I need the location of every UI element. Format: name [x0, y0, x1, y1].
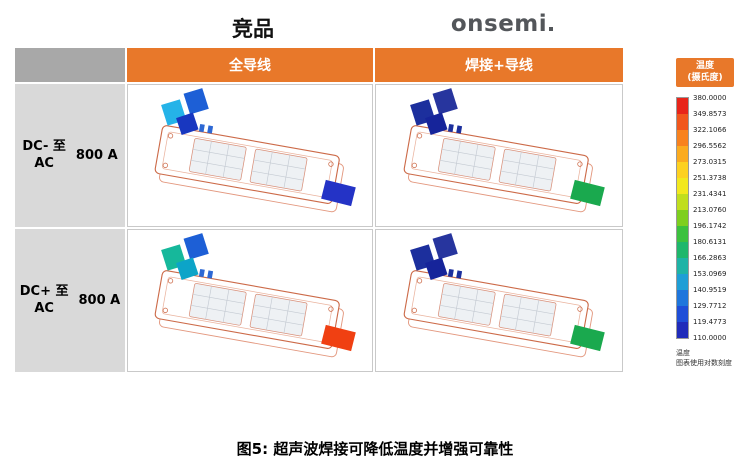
column-header-weld-plus-wire: 焊接+导线	[375, 48, 623, 82]
busbar-terminal-icon	[432, 232, 458, 259]
row-label-dc-plus-to-ac: DC+ 至 AC 800 A	[15, 229, 125, 372]
brand-dot	[549, 27, 554, 31]
row-label-line1: DC- 至	[22, 138, 66, 154]
legend-color-segment	[677, 274, 688, 291]
legend-color-segment	[677, 226, 688, 243]
legend-title: 温度 (摄氏度)	[676, 58, 734, 88]
legend-tick-label: 296.5562	[693, 142, 727, 151]
legend-tick-label: 140.9519	[693, 286, 727, 295]
output-terminal-icon	[321, 324, 356, 351]
legend-tick-label: 349.8573	[693, 110, 727, 119]
brand-logo: onsemi	[378, 11, 626, 37]
legend-tick-label: 322.1066	[693, 126, 727, 135]
busbar-terminal-icon	[432, 87, 458, 114]
brand-text: onsemi	[450, 11, 548, 37]
busbar-terminal-icon	[176, 111, 199, 135]
output-terminal-icon	[570, 179, 605, 206]
busbar-terminal-icon	[183, 87, 209, 114]
legend-tick-label: 110.0000	[693, 334, 727, 343]
row-label-line2: AC	[34, 155, 54, 171]
legend-title-line2: (摄氏度)	[687, 72, 723, 83]
row-label-text: DC+ 至 AC	[20, 284, 69, 318]
legend-tick-label: 180.6131	[693, 238, 727, 247]
row-label-line2: AC	[34, 300, 54, 316]
thermal-module-image	[154, 232, 356, 357]
cell-competitor-dc-plus	[127, 229, 373, 372]
legend-color-segment	[677, 178, 688, 195]
legend-tick-label: 153.0969	[693, 270, 727, 279]
legend-color-segment	[677, 306, 688, 323]
cell-onsemi-dc-plus	[375, 229, 623, 372]
legend-bar	[676, 97, 689, 340]
legend-color-segment	[677, 242, 688, 259]
figure-caption: 图5: 超声波焊接可降低温度并增强可靠性	[236, 440, 514, 458]
legend-color-segment	[677, 194, 688, 211]
cell-competitor-dc-minus	[127, 84, 373, 227]
module-body	[403, 266, 593, 357]
legend-footnote: 温度 图表使用对数刻度	[676, 349, 748, 369]
module-body	[154, 121, 344, 212]
legend-title-line1: 温度	[695, 61, 714, 71]
legend-tick-label: 119.4773	[693, 318, 727, 327]
thermal-module-image	[403, 232, 605, 357]
column-header-all-wire: 全导线	[127, 48, 373, 82]
legend-tick-label: 196.1742	[693, 222, 727, 231]
legend-color-segment	[677, 130, 688, 147]
legend-color-segment	[677, 258, 688, 275]
legend-tick-label: 166.2863	[693, 254, 727, 263]
comparison-table: 全导线 焊接+导线 DC- 至 AC 800 A	[15, 48, 623, 372]
legend-body: 380.0000 349.8573 322.1066 296.5562 273.0315…	[676, 94, 748, 342]
legend-tick-label: 380.0000	[693, 94, 727, 103]
output-terminal-icon	[321, 179, 356, 206]
legend-tick-label: 231.4341	[693, 190, 727, 199]
legend-color-segment	[677, 322, 688, 339]
output-terminal-icon	[570, 324, 605, 351]
legend-tick-label: 273.0315	[693, 158, 727, 167]
row-label-dc-minus-to-ac: DC- 至 AC 800 A	[15, 84, 125, 227]
module-body	[154, 266, 344, 357]
row-current-value: 800 A	[78, 293, 121, 308]
legend-color-segment	[677, 98, 688, 115]
busbar-terminal-icon	[176, 256, 199, 280]
legend-tick-label: 213.0760	[693, 206, 727, 215]
thermal-module-image	[154, 87, 356, 212]
legend-color-segment	[677, 162, 688, 179]
table-corner-cell	[15, 48, 125, 82]
temperature-legend: 温度 (摄氏度) 380.0000 349.8573 322.1066 296.556…	[676, 58, 748, 369]
busbar-terminal-icon	[425, 256, 448, 280]
legend-tick-label: 129.7712	[693, 302, 727, 311]
legend-color-segment	[677, 146, 688, 163]
row-current-value: 800 A	[75, 148, 118, 163]
legend-color-segment	[677, 210, 688, 227]
competitor-column-title: 竞品	[232, 17, 274, 41]
legend-footnote-line2: 图表使用对数刻度	[676, 359, 732, 368]
module-body	[403, 121, 593, 212]
busbar-terminal-icon	[425, 111, 448, 135]
legend-color-segment	[677, 114, 688, 131]
row-label-text: DC- 至 AC	[22, 139, 66, 173]
busbar-terminal-icon	[183, 232, 209, 259]
thermal-module-image	[403, 87, 605, 212]
legend-tick-label: 251.3738	[693, 174, 727, 183]
row-label-line1: DC+ 至	[19, 283, 69, 299]
cell-onsemi-dc-minus	[375, 84, 623, 227]
legend-footnote-line1: 温度	[676, 349, 690, 358]
legend-color-segment	[677, 290, 688, 307]
